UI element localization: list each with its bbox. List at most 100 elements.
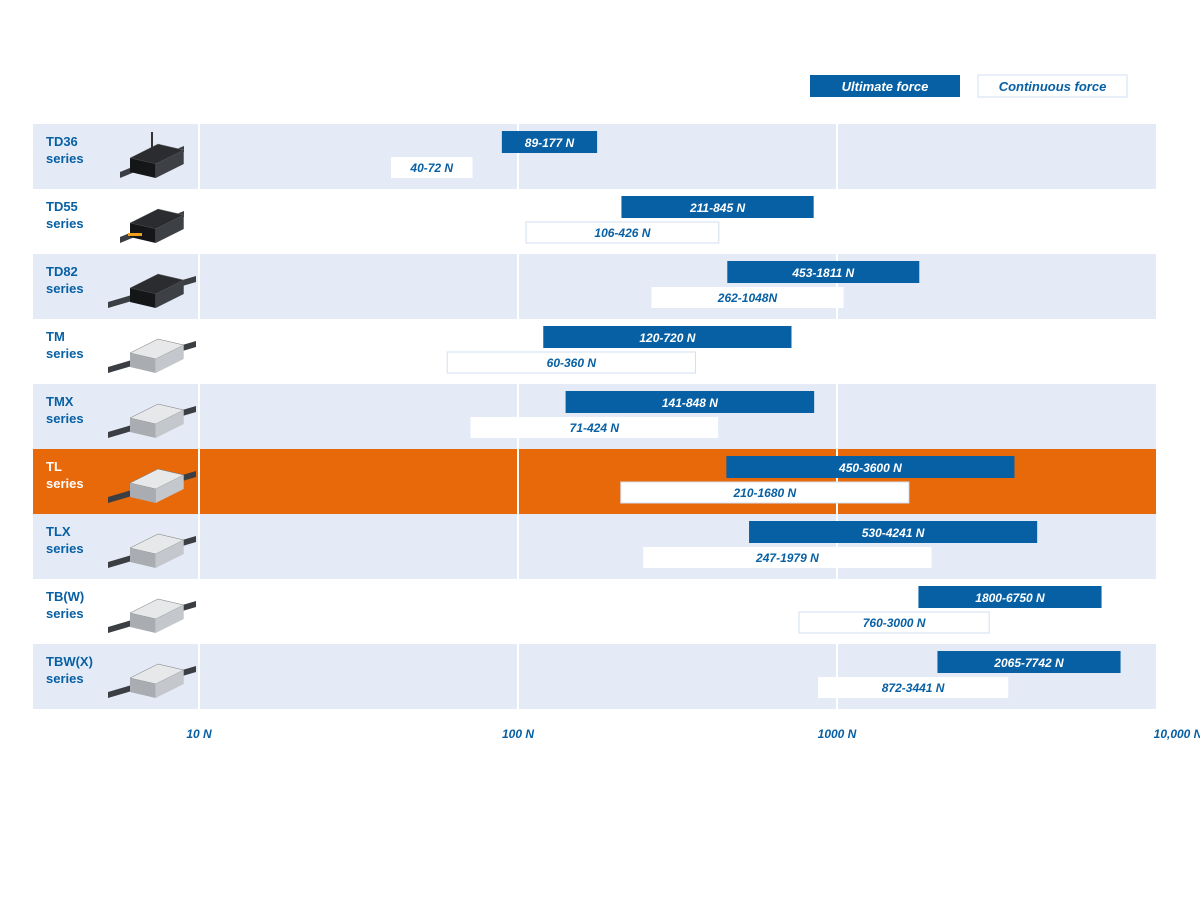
series-name: TD36 [46, 134, 78, 149]
legend-label: Ultimate force [842, 79, 929, 94]
continuous-force-bar [470, 417, 719, 438]
ultimate-force-label: 450-3600 N [838, 461, 902, 475]
product-side [130, 613, 156, 633]
series-row: TM series 120-720 N 60-360 N [46, 326, 792, 374]
continuous-force-bar [620, 481, 910, 504]
continuous-force-bar [818, 677, 1009, 698]
legend-swatch-ultimate [810, 75, 960, 97]
ultimate-force-label: 141-848 N [662, 396, 718, 410]
legend-swatch-continuous [977, 74, 1128, 98]
continuous-force-label: 262-1048N [717, 291, 778, 305]
product-side [130, 418, 156, 438]
series-name: TLX [46, 524, 71, 539]
x-axis-ticks: 10 N 100 N 1000 N 10,000 N [186, 727, 1200, 741]
x-tick-label: 1000 N [818, 727, 857, 741]
cable-icon [128, 233, 142, 236]
series-suffix: series [46, 411, 84, 426]
series-suffix: series [46, 541, 84, 556]
continuous-force-label: 106-426 N [594, 226, 650, 240]
product-front [155, 280, 184, 308]
product-front [155, 605, 184, 633]
series-row: TD82 series 453-1811 N 262-1048N [46, 261, 920, 308]
x-tick-label: 10,000 N [1154, 727, 1200, 741]
ultimate-force-bar [726, 456, 1015, 478]
product-image [108, 533, 196, 568]
series-suffix: series [46, 671, 84, 686]
product-side [130, 158, 156, 178]
series-name: TM [46, 329, 65, 344]
ultimate-force-bar [565, 391, 815, 413]
product-front [155, 150, 184, 178]
product-image [108, 338, 196, 373]
continuous-force-label: 60-360 N [547, 356, 597, 370]
product-front [155, 215, 184, 243]
series-row: TD55 series 211-845 N 106-426 N [46, 196, 814, 244]
product-side [130, 288, 156, 308]
x-tick-label: 10 N [186, 727, 212, 741]
ultimate-force-label: 1800-6750 N [975, 591, 1045, 605]
continuous-force-label: 247-1979 N [755, 551, 819, 565]
ultimate-force-bar [543, 326, 792, 348]
ultimate-force-bar [937, 651, 1121, 673]
ultimate-force-label: 211-845 N [689, 201, 745, 215]
ultimate-force-bar [621, 196, 814, 218]
series-suffix: series [46, 216, 84, 231]
ultimate-force-label: 453-1811 N [791, 266, 854, 280]
continuous-force-bar [643, 547, 932, 568]
product-front [155, 540, 184, 568]
ultimate-force-bar [727, 261, 920, 283]
series-rows: TD36 series 89-177 N 40-72 N TD55 series 211-8… [46, 131, 1121, 698]
continuous-force-label: 71-424 N [570, 421, 620, 435]
product-side [130, 548, 156, 568]
ultimate-force-label: 530-4241 N [862, 526, 925, 540]
continuous-force-bar [525, 221, 720, 244]
series-suffix: series [46, 346, 84, 361]
series-row: TL series 450-3600 N 210-1680 N [46, 456, 1015, 504]
product-image [108, 273, 196, 308]
product-image [108, 403, 196, 438]
legend-label: Continuous force [999, 79, 1107, 94]
product-image [108, 468, 196, 503]
ultimate-force-bar [501, 131, 598, 153]
series-suffix: series [46, 151, 84, 166]
continuous-force-label: 872-3441 N [882, 681, 945, 695]
continuous-force-label: 760-3000 N [863, 616, 926, 630]
product-side [130, 678, 156, 698]
row-bands [33, 124, 1156, 709]
continuous-force-bar [446, 351, 696, 374]
continuous-force-bar [798, 611, 990, 634]
legend: Ultimate force Continuous force [810, 74, 1128, 98]
series-suffix: series [46, 281, 84, 296]
product-side [130, 223, 156, 243]
series-name: TBW(X) [46, 654, 93, 669]
series-suffix: series [46, 476, 84, 491]
ultimate-force-label: 120-720 N [639, 331, 695, 345]
series-name: TMX [46, 394, 74, 409]
ultimate-force-label: 89-177 N [525, 136, 575, 150]
product-front [155, 670, 184, 698]
ultimate-force-bar [918, 586, 1102, 608]
series-name: TD82 [46, 264, 78, 279]
continuous-force-label: 40-72 N [409, 161, 453, 175]
row-band [33, 254, 1156, 319]
continuous-force-label: 210-1680 N [732, 486, 796, 500]
x-tick-label: 100 N [502, 727, 534, 741]
series-row: TMX series 141-848 N 71-424 N [46, 391, 815, 438]
product-front [155, 475, 184, 503]
ultimate-force-label: 2065-7742 N [993, 656, 1064, 670]
series-suffix: series [46, 606, 84, 621]
series-name: TD55 [46, 199, 78, 214]
product-front [155, 345, 184, 373]
ultimate-force-bar [749, 521, 1038, 543]
series-row: TB(W) series 1800-6750 N 760-3000 N [46, 586, 1102, 634]
series-row: TD36 series 89-177 N 40-72 N [46, 131, 598, 178]
product-image [108, 663, 196, 698]
series-row: TLX series 530-4241 N 247-1979 N [46, 521, 1038, 568]
continuous-force-bar [651, 287, 844, 308]
product-side [130, 483, 156, 503]
continuous-force-bar [391, 157, 473, 178]
series-name: TL [46, 459, 62, 474]
series-name: TB(W) [46, 589, 84, 604]
product-image [120, 208, 185, 243]
